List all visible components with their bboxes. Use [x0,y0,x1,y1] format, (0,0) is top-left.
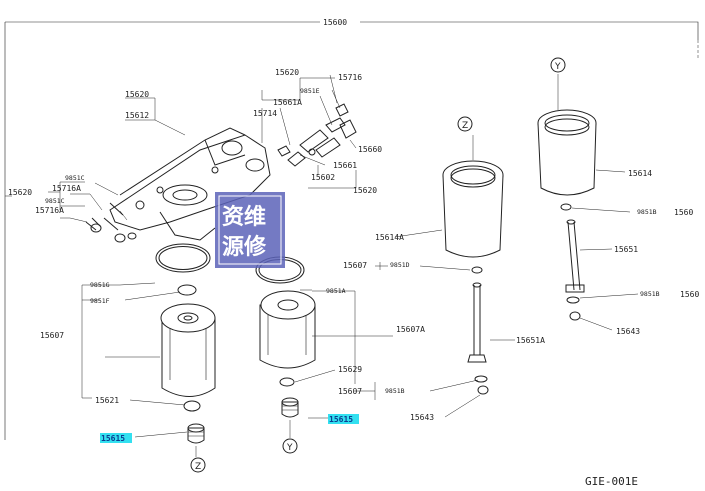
highlight-15615-left [100,433,132,443]
label-9851b: 9851B [385,387,405,395]
part-labels: 15620 15716 9851E 15661A 15714 15660 156… [8,68,699,443]
label-15621: 15621 [95,396,119,405]
o-ring-9851f [177,284,197,296]
label-15612: 15612 [125,111,149,120]
label-15607-right: 15607 [343,261,367,270]
label-15607-mid: 15607 [338,387,362,396]
label-15661: 15661 [333,161,357,170]
label-15620-top: 15620 [275,68,299,77]
label-9851d: 9851D [390,261,410,269]
nut-15643-right [569,311,581,321]
filter-case-15614 [537,109,597,196]
label-15615-mid: 15615 [329,415,353,424]
callout-z-bottom: Z [190,457,206,473]
label-15651: 15651 [614,245,638,254]
leader-lines [5,74,639,457]
label-15629: 15629 [338,365,362,374]
svg-text:Y: Y [286,443,293,453]
label-15615-left: 15615 [101,434,125,443]
label-9851b-r1: 9851B [637,208,657,216]
label-15620-mid: 15620 [353,186,377,195]
callout-z-top: Z [457,116,473,132]
label-15607a: 15607A [396,325,425,334]
label-15643-right: 15643 [616,327,640,336]
label-15716a-b: 15716A [35,206,64,215]
label-9851c-b: 9851C [45,197,65,205]
svg-text:Z: Z [195,462,201,472]
label-15716: 15716 [338,73,362,82]
label-15620-grp: 15620 [125,90,149,99]
plug-15615-left [187,423,205,444]
label-15714: 15714 [253,109,277,118]
label-1560x-b: 1560 [680,290,699,299]
bolt-15716a [85,202,137,243]
label-1560x-a: 1560 [674,208,693,217]
label-15602: 15602 [311,173,335,182]
svg-text:资维: 资维 [222,204,266,230]
svg-text:Y: Y [554,62,561,72]
label-15660: 15660 [358,145,382,154]
label-15651a: 15651A [516,336,545,345]
label-15661a: 15661A [273,98,302,107]
label-15614a: 15614A [375,233,404,242]
frame [4,21,699,440]
label-15620-left: 15620 [8,188,32,197]
label-9851c-a: 9851C [65,174,85,182]
oil-filter-15607 [160,303,216,397]
oil-filter-15607a [259,290,316,369]
label-15600: 15600 [323,18,347,27]
label-9851b-r2: 9851B [640,290,660,298]
center-bolt-15651 [565,219,585,293]
svg-text:Z: Z [462,121,468,131]
highlight-15615-mid [328,414,359,424]
label-9851f: 9851F [90,297,110,305]
filter-case-15614a [442,160,504,258]
label-9851g: 9851G [90,281,110,289]
gasket-15629 [279,377,295,387]
washer-9851b [474,375,488,383]
label-15643-mid: 15643 [410,413,434,422]
ring-9851d [471,266,483,274]
gasket-15621 [183,400,201,412]
svg-text:源修: 源修 [222,234,267,260]
o-ring-9851g [155,243,211,273]
watermark-logo: 资维 源修 [215,192,285,268]
switch-assembly [277,103,357,167]
label-9851e: 9851E [300,87,320,95]
nut-15643-mid [477,385,489,395]
callout-y-bottom: Y [282,438,298,454]
label-15614: 15614 [628,169,652,178]
diagram-code: GIE-001E [585,475,638,488]
label-9851a: 9851A [326,287,346,295]
label-15716a-a: 15716A [52,184,81,193]
washer-9851b-right [566,296,580,304]
center-bolt-15651a [467,282,487,363]
ring-9851b-top [560,203,572,211]
callout-y-top: Y [550,57,566,73]
label-15607-left: 15607 [40,331,64,340]
plug-15615-mid [281,397,299,418]
